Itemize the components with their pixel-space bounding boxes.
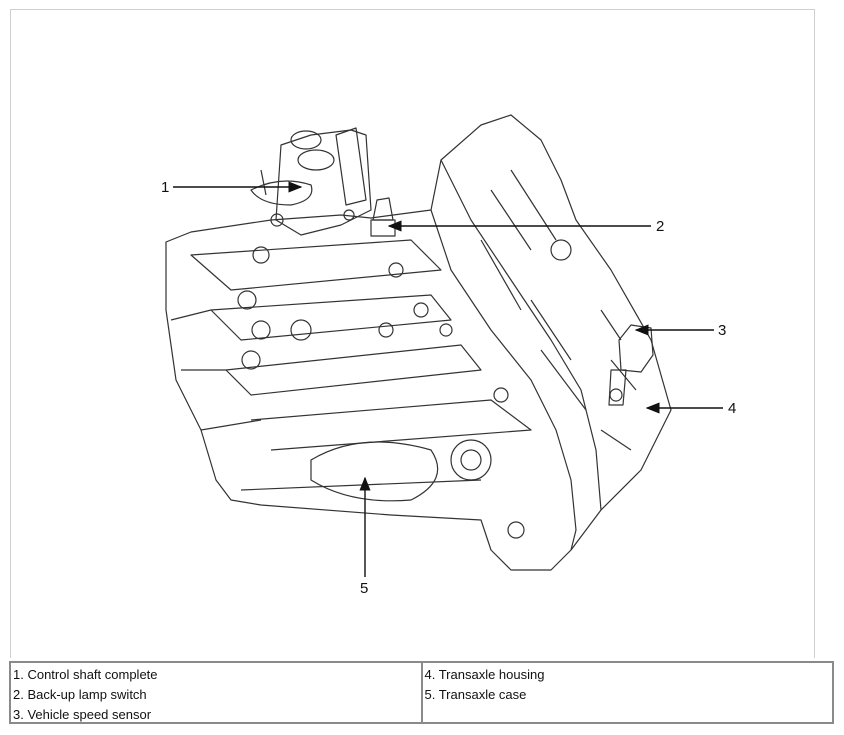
transaxle-drawing bbox=[165, 114, 723, 577]
callout-2: 2 bbox=[656, 218, 665, 235]
legend-item-backup-lamp-switch: 2. Back-up lamp switch bbox=[13, 687, 147, 702]
callout-3: 3 bbox=[718, 322, 727, 339]
callout-1: 1 bbox=[161, 179, 170, 196]
legend-column-left: 1. Control shaft complete 2. Back-up lam… bbox=[11, 663, 421, 722]
callout-5: 5 bbox=[360, 580, 369, 597]
legend-column-right: 4. Transaxle housing 5. Transaxle case bbox=[420, 663, 833, 722]
callout-4: 4 bbox=[728, 400, 737, 417]
legend-item-vehicle-speed-sensor: 3. Vehicle speed sensor bbox=[13, 707, 152, 722]
legend-item-transaxle-housing: 4. Transaxle housing bbox=[424, 667, 545, 682]
legend-item-transaxle-case: 5. Transaxle case bbox=[424, 687, 527, 702]
legend-table: 1. Control shaft complete 2. Back-up lam… bbox=[9, 661, 834, 724]
transaxle-figure: 1 2 3 4 5 bbox=[10, 9, 815, 658]
legend-item-control-shaft: 1. Control shaft complete bbox=[13, 667, 158, 682]
